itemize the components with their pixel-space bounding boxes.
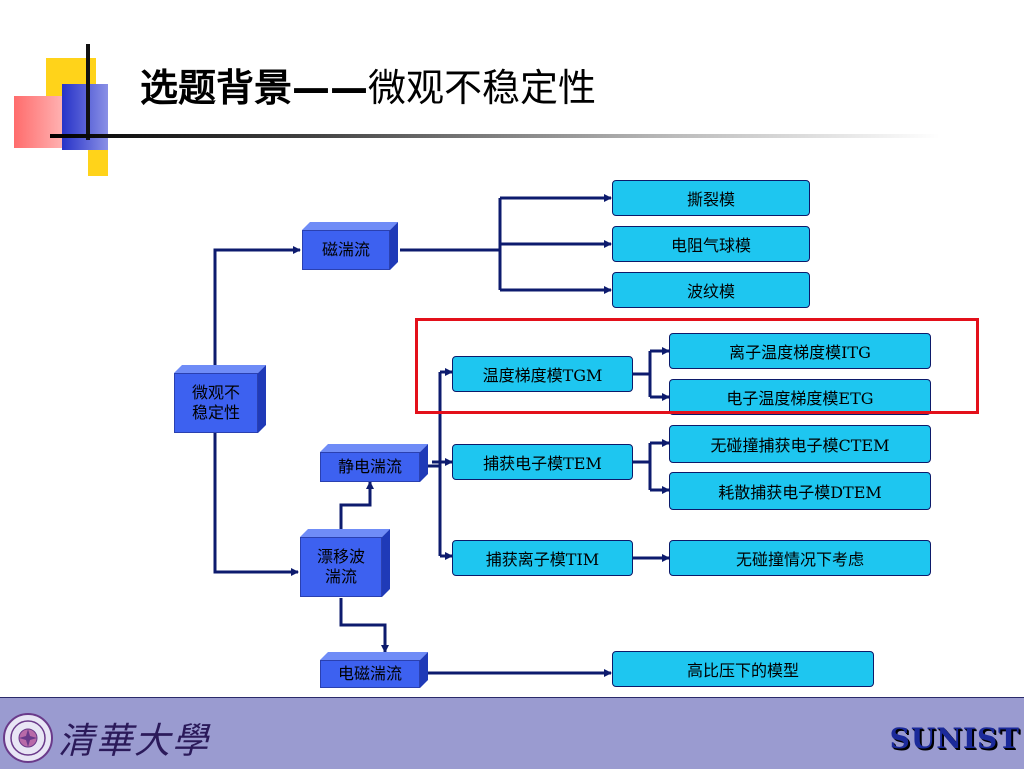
blue-square <box>62 84 108 150</box>
title-underline <box>50 134 940 138</box>
connector-drift-electromagnetic <box>339 598 389 653</box>
tgm-node: 温度梯度模TGM <box>452 356 633 392</box>
root-node: 微观不 稳定性 <box>174 373 258 433</box>
electrostatic-turbulence-label: 静电湍流 <box>337 457 402 476</box>
connector-drift-electrostatic <box>339 481 374 530</box>
electromagnetic-turbulence-node: 电磁湍流 <box>320 660 420 688</box>
sunist-logo: SUNIST <box>889 722 1020 755</box>
root-node-label: 微观不 稳定性 <box>191 383 240 422</box>
etg-node: 电子温度梯度模ETG <box>669 379 931 415</box>
resistive-ballooning-mode-node: 电阻气球模 <box>612 226 810 262</box>
tim-node: 捕获离子模TIM <box>452 540 633 576</box>
vertical-line <box>86 44 90 140</box>
ripple-mode-node: 波纹模 <box>612 272 810 308</box>
magnetic-turbulence-node: 磁湍流 <box>302 230 390 270</box>
title-bold: 选题背景—— <box>140 66 369 110</box>
title-rest: 微观不稳定性 <box>368 66 597 110</box>
collisionless-node: 无碰撞情况下考虑 <box>669 540 931 576</box>
corner-decoration <box>0 40 150 190</box>
connector-root-drift <box>213 432 299 576</box>
connector-root-magnetic <box>213 246 301 370</box>
drift-wave-turbulence-node: 漂移波 湍流 <box>300 537 382 597</box>
tearing-mode-node: 撕裂模 <box>612 180 810 216</box>
itg-node: 离子温度梯度模ITG <box>669 333 931 369</box>
university-seal-icon <box>3 713 53 763</box>
magnetic-turbulence-label: 磁湍流 <box>321 240 370 259</box>
dtem-node: 耗散捕获电子模DTEM <box>669 472 931 510</box>
high-beta-model-node: 高比压下的模型 <box>612 651 874 687</box>
electrostatic-turbulence-node: 静电湍流 <box>320 452 420 482</box>
page-title: 选题背景——微观不稳定性 <box>140 60 596 116</box>
footer-bar <box>0 697 1024 769</box>
tem-node: 捕获电子模TEM <box>452 444 633 480</box>
electromagnetic-turbulence-label: 电磁湍流 <box>337 664 402 683</box>
university-name: 清華大學 <box>58 721 211 762</box>
drift-wave-turbulence-label: 漂移波 湍流 <box>316 547 365 586</box>
ctem-node: 无碰撞捕获电子模CTEM <box>669 425 931 463</box>
highlight-box <box>415 318 979 414</box>
